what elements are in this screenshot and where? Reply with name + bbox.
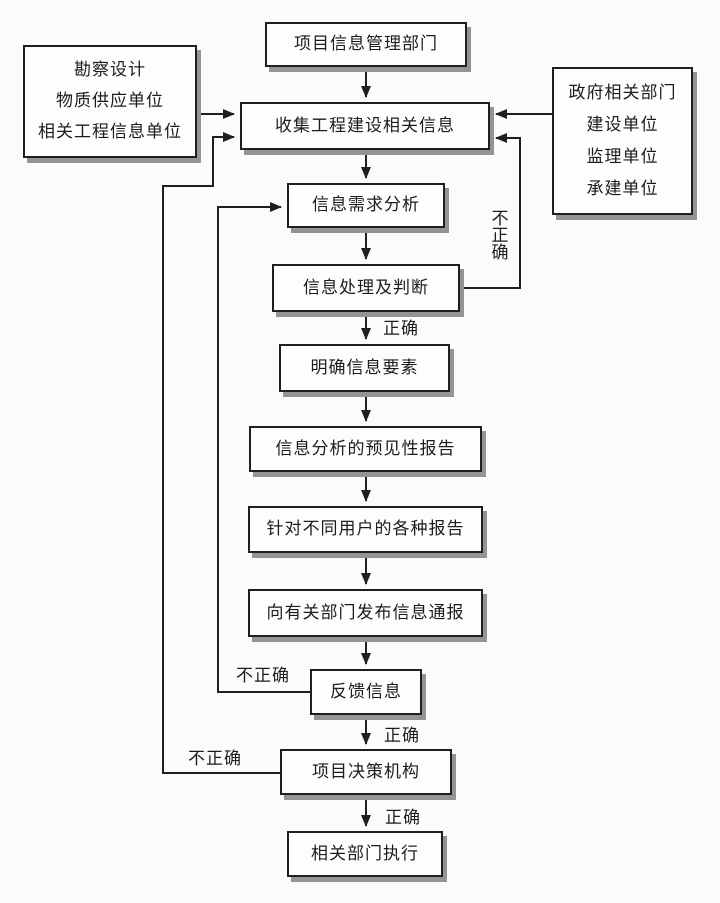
node-label: 信息需求分析	[312, 195, 420, 215]
node-label: 信息处理及判断	[303, 277, 429, 297]
edge-label-incorrect-decision-loop: 不正确	[188, 749, 242, 768]
source-line: 勘察设计	[74, 60, 146, 80]
node-label: 针对不同用户的各种报告	[266, 519, 465, 539]
node-label: 反馈信息	[330, 681, 402, 701]
source-line: 监理单位	[586, 146, 659, 166]
source-line: 相关工程信息单位	[38, 122, 182, 142]
source-line: 承建单位	[586, 178, 659, 198]
node-departments-execute: 相关部门执行	[287, 831, 443, 877]
node-label: 相关部门执行	[311, 843, 419, 863]
node-left-source-units: 勘察设计 物质供应单位 相关工程信息单位	[23, 45, 197, 158]
node-collect-construction-info: 收集工程建设相关信息	[240, 102, 490, 150]
node-predictive-analysis-report: 信息分析的预见性报告	[249, 426, 482, 472]
node-publish-info-bulletin: 向有关部门发布信息通报	[248, 589, 483, 637]
node-label: 向有关部门发布信息通报	[266, 602, 465, 622]
node-right-source-units: 政府相关部门 建设单位 监理单位 承建单位	[552, 67, 693, 215]
source-line: 物质供应单位	[56, 91, 164, 111]
edge-label-incorrect-feedback-loop: 不正确	[236, 666, 290, 685]
node-label: 项目决策机构	[312, 761, 420, 781]
node-label: 收集工程建设相关信息	[275, 115, 455, 135]
node-reports-for-users: 针对不同用户的各种报告	[248, 506, 483, 553]
node-info-demand-analysis: 信息需求分析	[287, 183, 445, 228]
node-project-decision-body: 项目决策机构	[280, 749, 452, 795]
node-clarify-info-elements: 明确信息要素	[279, 344, 450, 392]
edge-label-correct-after-process: 正确	[383, 319, 419, 338]
node-label: 明确信息要素	[310, 357, 419, 377]
source-line: 政府相关部门	[568, 82, 677, 102]
edge-label-incorrect-process-loop: 不正确	[491, 209, 510, 262]
node-label: 项目信息管理部门	[294, 34, 438, 54]
node-label: 信息分析的预见性报告	[275, 438, 456, 458]
node-project-info-dept: 项目信息管理部门	[265, 22, 467, 67]
edge-label-correct-after-feedback: 正确	[384, 726, 420, 745]
source-line: 建设单位	[586, 114, 659, 134]
node-feedback-info: 反馈信息	[310, 669, 422, 715]
node-info-processing-judgement: 信息处理及判断	[272, 264, 460, 312]
edge-label-correct-after-decision: 正确	[385, 808, 421, 827]
